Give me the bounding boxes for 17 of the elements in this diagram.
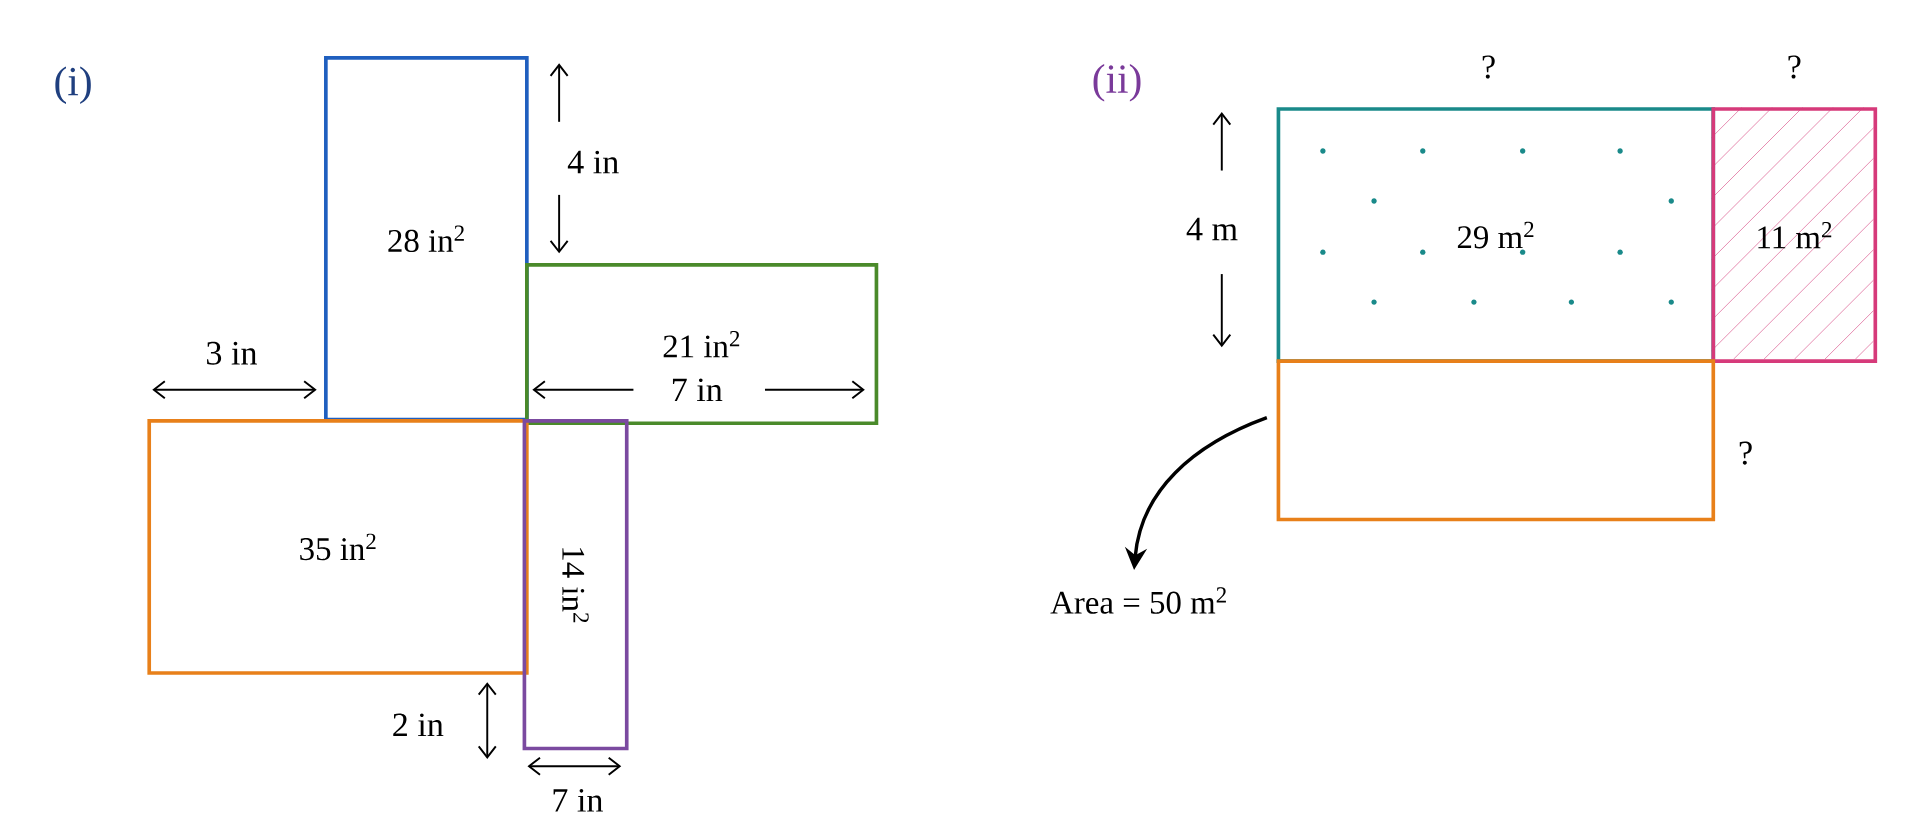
area-rectangle: 29 m$^{2}$ <box>1276 106 1716 363</box>
dimension-label: 3 in <box>207 341 257 365</box>
area-text: Area = 50 m$^{2}$ <box>1050 587 1226 614</box>
dimension-label: 7 in <box>672 378 723 401</box>
area-rectangle: 28 in$^{2}$ <box>324 55 529 422</box>
dimension-label: 7 in <box>553 788 603 812</box>
unknown-mark: ? <box>1739 441 1752 465</box>
area-rectangle: 14 in$^{2}$ <box>522 418 629 751</box>
dimension-label: 2 in <box>393 713 444 736</box>
dimension-label: 4 in <box>567 150 619 174</box>
panel-label: (i) <box>55 66 91 104</box>
area-rectangle: 35 in$^{2}$ <box>147 418 529 675</box>
dimension-label: 4 m <box>1186 217 1238 240</box>
area-rectangle <box>1276 359 1716 522</box>
unknown-mark: ? <box>1788 55 1801 79</box>
area-rectangle: 11 m$^{2}$ <box>1711 106 1878 363</box>
panel-label: (ii) <box>1093 63 1141 102</box>
